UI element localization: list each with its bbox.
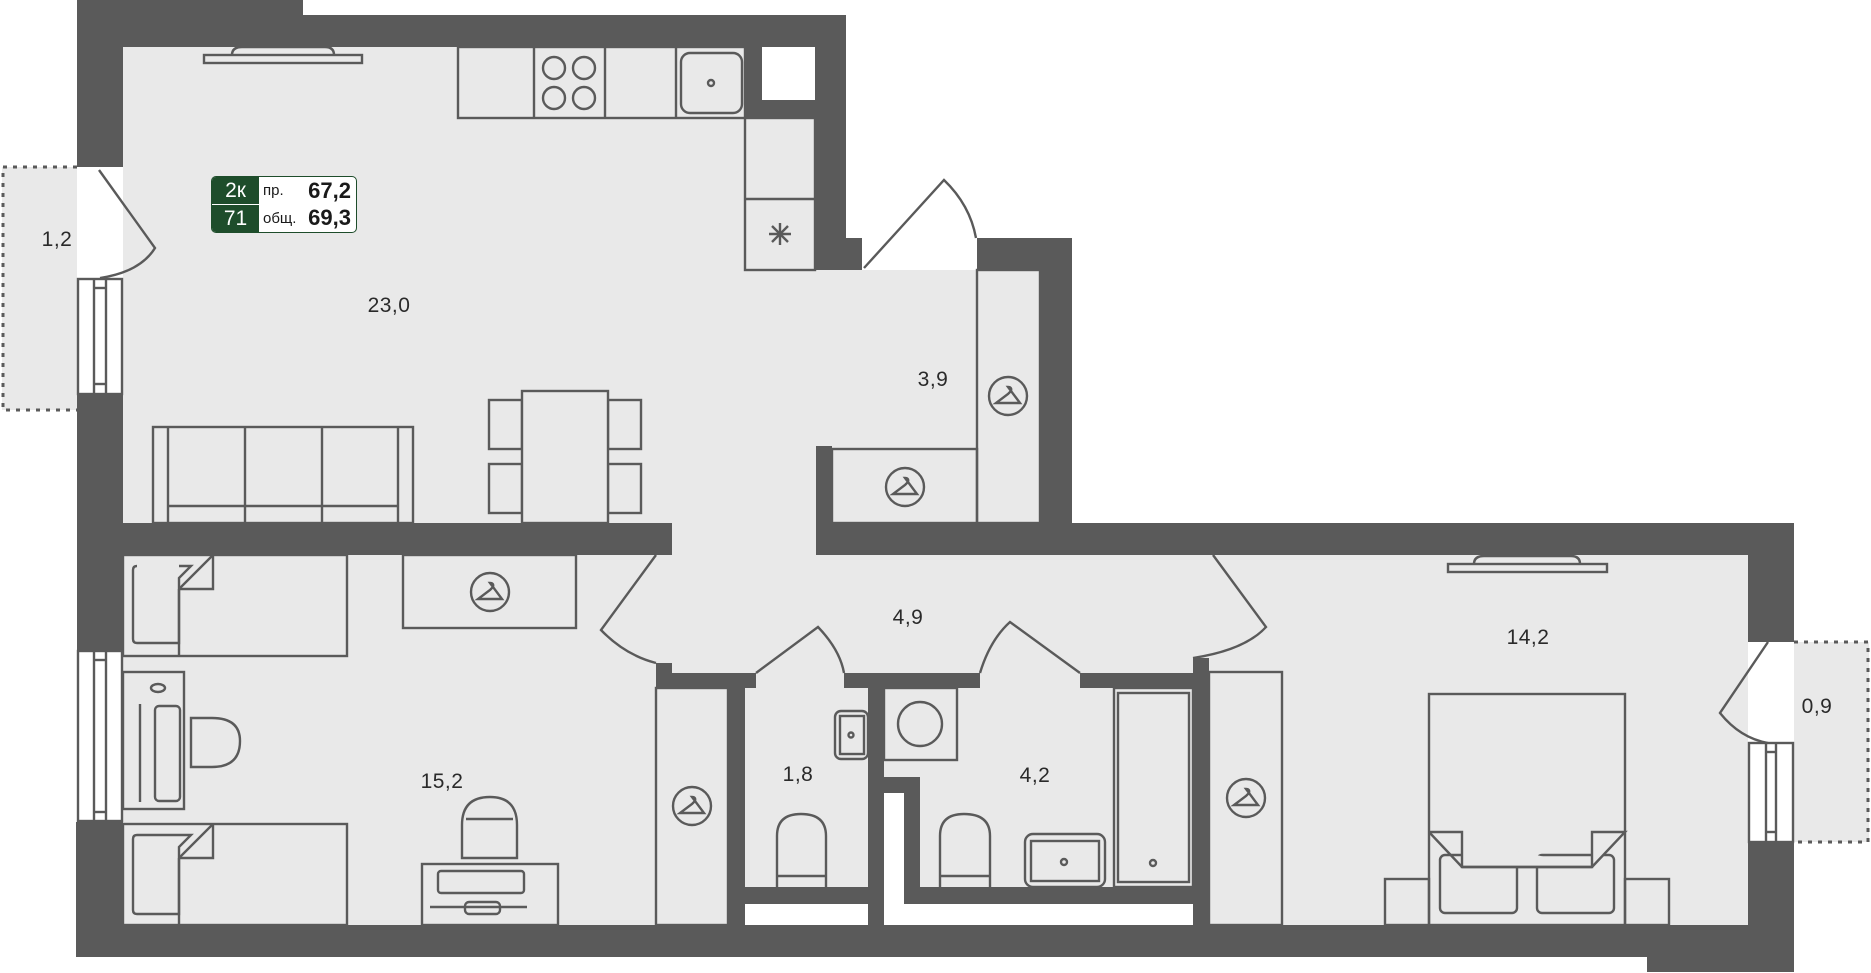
balcony-left-outline (1, 165, 77, 412)
apartment-number: 71 (212, 204, 259, 232)
desk-side (121, 670, 242, 811)
balcony-right-outline (1794, 640, 1870, 844)
wardrobe-master (1207, 670, 1284, 927)
area-label-balcony-right: 0,9 (1801, 695, 1833, 718)
wardrobe-kids (401, 553, 578, 630)
apartment-info-badge: 2к 71 пр. 67,2 общ. 69,3 (211, 176, 357, 233)
walls (76, 0, 1794, 972)
badge-area-block: пр. 67,2 общ. 69,3 (259, 177, 356, 232)
wardrobe-hallway (654, 686, 730, 927)
desk-bottom (420, 795, 560, 927)
floor-balcony-left (2, 167, 77, 410)
window-master (1747, 741, 1795, 844)
radiator-master (1446, 554, 1609, 574)
snowflake-icon (769, 223, 791, 245)
area-label-bedroom-master: 14,2 (1506, 626, 1550, 649)
wardrobe-entrance-vertical (975, 268, 1042, 525)
sink-icon (679, 51, 744, 115)
badge-type-block: 2к 71 (212, 177, 259, 232)
total-area-value: 69,3 (308, 205, 351, 231)
radiator-living (202, 45, 364, 65)
dining-table (487, 389, 643, 525)
entrance-gap (862, 238, 977, 270)
room-count: 2к (225, 178, 246, 202)
double-bed (1383, 692, 1671, 927)
kids-bed-1 (121, 553, 349, 658)
area-label-hallway: 4,9 (892, 606, 924, 629)
doors (98, 169, 1769, 745)
sofa (151, 425, 415, 525)
bathroom-fixtures (882, 686, 1195, 889)
total-area-row: общ. 69,3 (263, 205, 351, 233)
window-kids (76, 649, 124, 823)
area-label-bedroom-kids: 15,2 (420, 770, 464, 793)
living-area-value: 67,2 (308, 177, 351, 203)
wardrobe-entrance-horizontal (830, 447, 979, 525)
total-area-label: общ. (263, 209, 297, 227)
kitchen-counter (456, 45, 817, 272)
area-label-toilet: 1,8 (782, 763, 814, 786)
area-label-balcony-left: 1,2 (41, 228, 73, 251)
area-label-bathroom: 4,2 (1019, 764, 1051, 787)
floor-balcony-right (1794, 642, 1869, 842)
window-living (76, 277, 124, 396)
floor-living-kitchen (123, 47, 815, 523)
cooktop-icon (541, 55, 597, 111)
area-label-living-kitchen: 23,0 (367, 294, 411, 317)
living-area-row: пр. 67,2 (263, 177, 351, 205)
kids-bed-2 (121, 822, 349, 927)
toilet-room-fixtures (775, 709, 870, 887)
area-label-entrance-hall: 3,9 (917, 368, 949, 391)
floor-entrance-hall (815, 238, 1040, 523)
living-area-label: пр. (263, 182, 284, 200)
